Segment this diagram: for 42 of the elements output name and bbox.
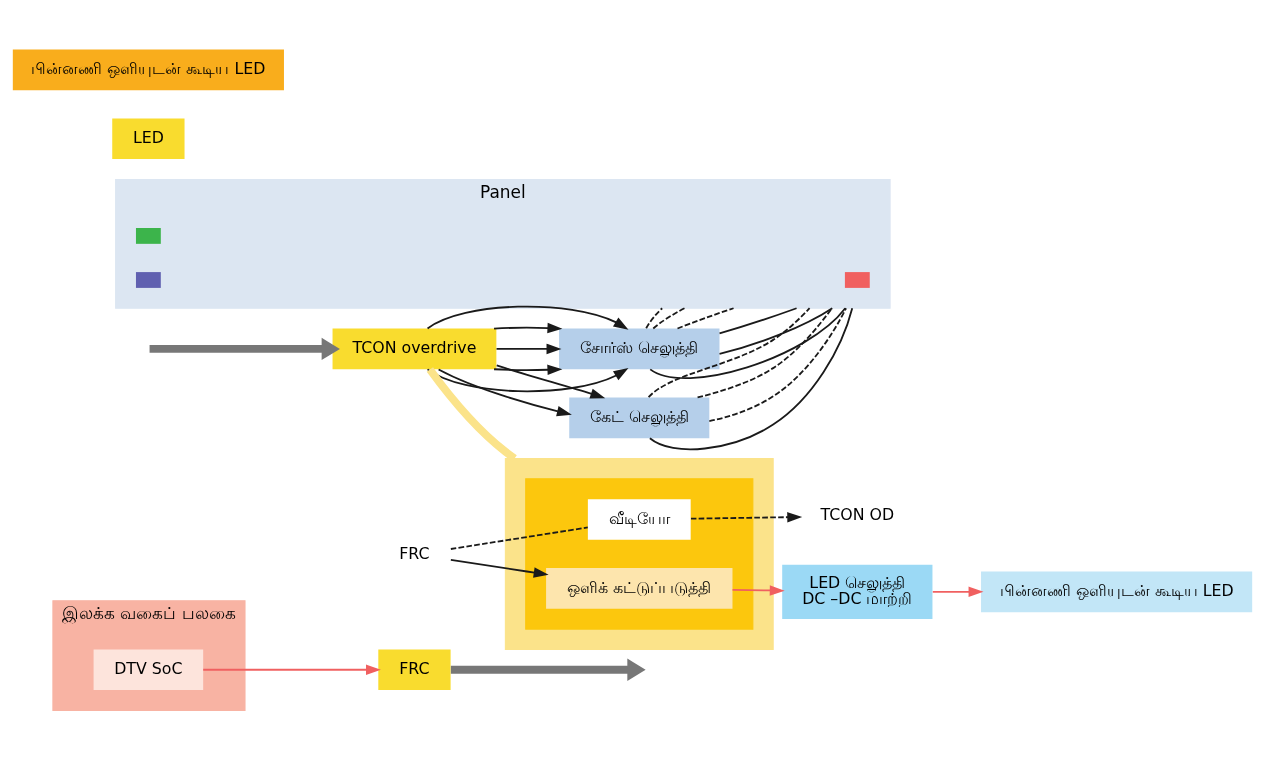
connector bbox=[645, 306, 664, 329]
node-box: LED செலுத்தி DC –DC மாற்றி bbox=[782, 564, 933, 619]
arrow bbox=[450, 658, 646, 681]
node-box: வீடியோ bbox=[587, 498, 691, 540]
arrow bbox=[495, 343, 562, 354]
cluster: Panel bbox=[115, 178, 891, 309]
connector bbox=[718, 306, 798, 334]
arrow bbox=[731, 584, 785, 596]
connector bbox=[649, 306, 854, 450]
node-box: FRC bbox=[378, 648, 451, 690]
connector bbox=[647, 306, 811, 398]
node-box bbox=[844, 271, 870, 288]
connector bbox=[676, 306, 735, 329]
arrow bbox=[931, 586, 984, 597]
arrow bbox=[202, 664, 381, 675]
arrow bbox=[690, 511, 803, 522]
node-text: TCON OD bbox=[820, 504, 895, 524]
node-box: LED bbox=[112, 117, 185, 159]
arrow bbox=[437, 368, 572, 416]
node-box bbox=[135, 271, 161, 288]
arrow bbox=[426, 367, 629, 392]
connector bbox=[696, 306, 833, 398]
arrow bbox=[426, 305, 629, 330]
node-box: பின்னணி ஒளியுடன் கூடிய LED bbox=[12, 49, 284, 90]
connector bbox=[708, 306, 847, 422]
node-text: FRC bbox=[399, 543, 430, 563]
arrow bbox=[449, 558, 549, 578]
connector bbox=[652, 306, 686, 329]
node-box: TCON overdrive bbox=[332, 328, 497, 369]
arrow bbox=[495, 363, 606, 399]
arrow bbox=[493, 322, 563, 333]
node-box: கேட் செலுத்தி bbox=[569, 397, 710, 438]
node-box: DTV SoC bbox=[93, 648, 204, 690]
arrow bbox=[493, 364, 563, 375]
connector bbox=[449, 526, 589, 550]
node-box: ஒளிக் கட்டுப்படுத்தி bbox=[546, 567, 733, 609]
cluster bbox=[525, 477, 754, 630]
node-box bbox=[135, 227, 161, 244]
node-box: சோர்ஸ் செலுத்தி bbox=[559, 328, 720, 369]
connector bbox=[718, 306, 834, 355]
node-box: பின்னணி ஒளியுடன் கூடிய LED bbox=[981, 571, 1253, 612]
connector bbox=[649, 306, 847, 379]
